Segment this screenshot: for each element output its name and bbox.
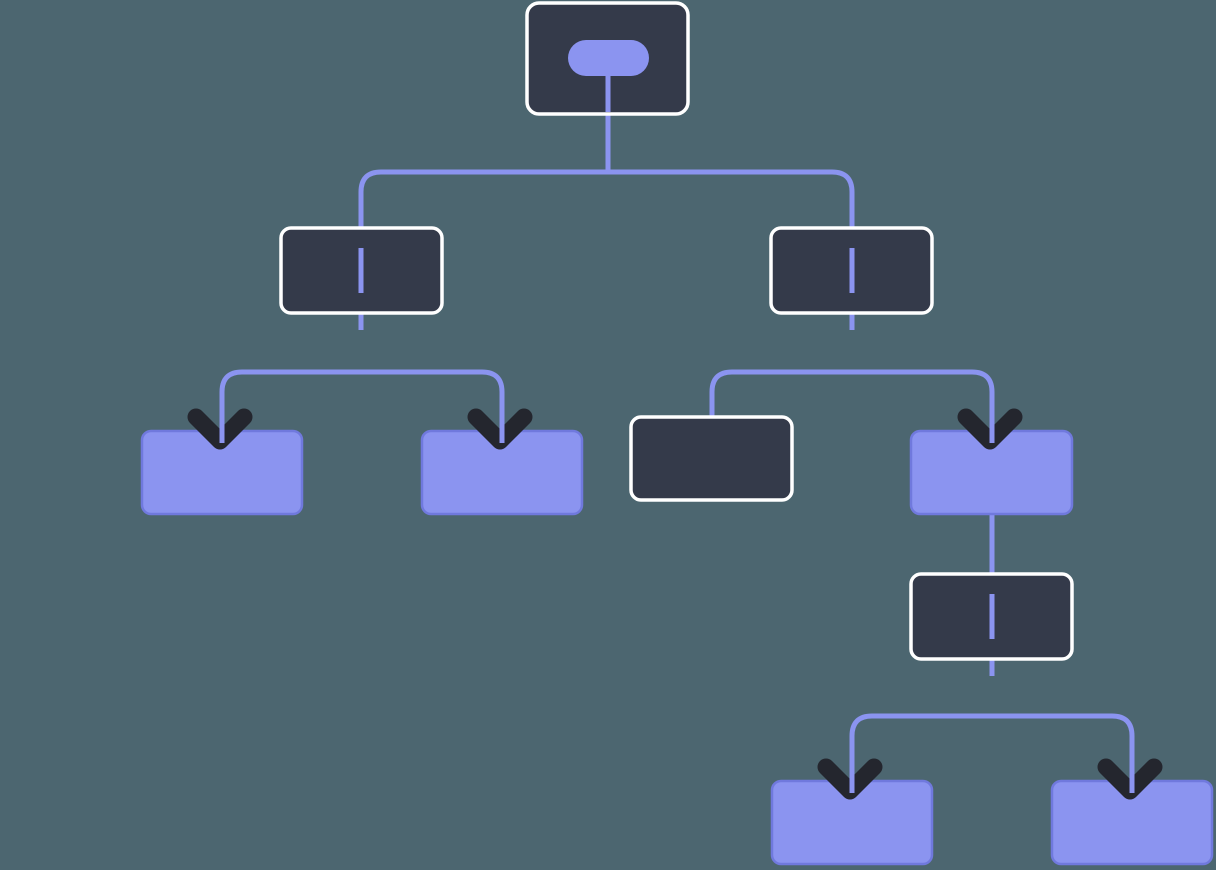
edge-level1-left-to-leaf-1: [219, 369, 361, 448]
edge-level1-right-to-dark-node: [709, 369, 852, 420]
edge-root-to-level1-right: [608, 169, 855, 330]
arrow-stem-tip-layer: [219, 400, 1135, 793]
edge-root-to-level1-left: [358, 169, 608, 330]
connector-layer: [219, 58, 1135, 798]
edge-level3-to-leaf-4: [992, 713, 1135, 798]
edge-level1-right-to-branch-node: [852, 369, 995, 448]
edge-level3-to-leaf-3: [849, 713, 992, 798]
node-layer: [140, 1, 1214, 866]
root-node-pill-icon: [568, 40, 649, 76]
edge-level1-left-to-leaf-2: [361, 369, 505, 448]
level2-dark-node[interactable]: [629, 415, 794, 502]
